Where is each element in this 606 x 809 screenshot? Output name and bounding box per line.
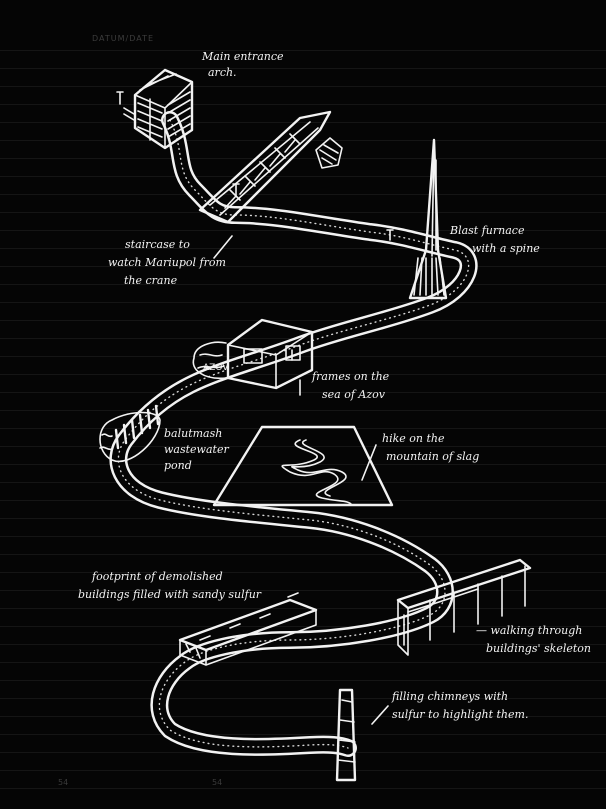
entrance-arch: [117, 70, 192, 148]
label-footprint: footprint of demolished buildings filled…: [78, 570, 262, 601]
svg-text:buildings filled with sandy su: buildings filled with sandy sulfur: [78, 588, 262, 601]
svg-text:buildings' skeleton: buildings' skeleton: [486, 642, 591, 655]
svg-text:wastewater: wastewater: [164, 443, 229, 456]
label-frames: frames on the sea of Azov: [311, 370, 390, 401]
svg-text:staircase to: staircase to: [125, 238, 190, 251]
svg-text:sea of Azov: sea of Azov: [322, 388, 386, 401]
svg-text:hike on the: hike on the: [382, 432, 445, 445]
svg-text:mountain of slag: mountain of slag: [386, 450, 479, 463]
svg-text:arch.: arch.: [208, 66, 237, 79]
svg-text:footprint of demolished: footprint of demolished: [91, 570, 223, 583]
chimney: [337, 690, 355, 780]
svg-text:filling chimneys with: filling chimneys with: [391, 690, 508, 703]
label-chimneys: filling chimneys with sulfur to highligh…: [391, 690, 528, 721]
svg-text:frames on the: frames on the: [311, 370, 390, 383]
svg-text:watch Mariupol from: watch Mariupol from: [108, 256, 226, 269]
label-staircase: staircase to watch Mariupol from the cra…: [108, 238, 226, 287]
svg-text:pond: pond: [164, 459, 192, 472]
slag-mountain: [214, 427, 392, 505]
svg-text:with a spine: with a spine: [472, 242, 540, 255]
label-slag-hike: hike on the mountain of slag: [382, 432, 479, 463]
svg-text:sulfur to highlight them.: sulfur to highlight them.: [392, 708, 528, 721]
svg-text:Main entrance: Main entrance: [201, 50, 284, 63]
svg-text:the crane: the crane: [124, 274, 178, 287]
svg-text:— walking through: — walking through: [476, 624, 582, 637]
svg-text:balutmash: balutmash: [164, 427, 222, 440]
svg-text:Blast furnace: Blast furnace: [449, 224, 525, 237]
label-wastewater: balutmash wastewater pond: [164, 427, 229, 472]
label-walking: — walking through buildings' skeleton: [476, 624, 591, 655]
label-main-entrance: Main entrance arch.: [201, 50, 284, 79]
building-skeleton: [398, 560, 530, 655]
azov-sign: AZOV: [203, 363, 229, 373]
blast-furnace: [387, 140, 446, 298]
